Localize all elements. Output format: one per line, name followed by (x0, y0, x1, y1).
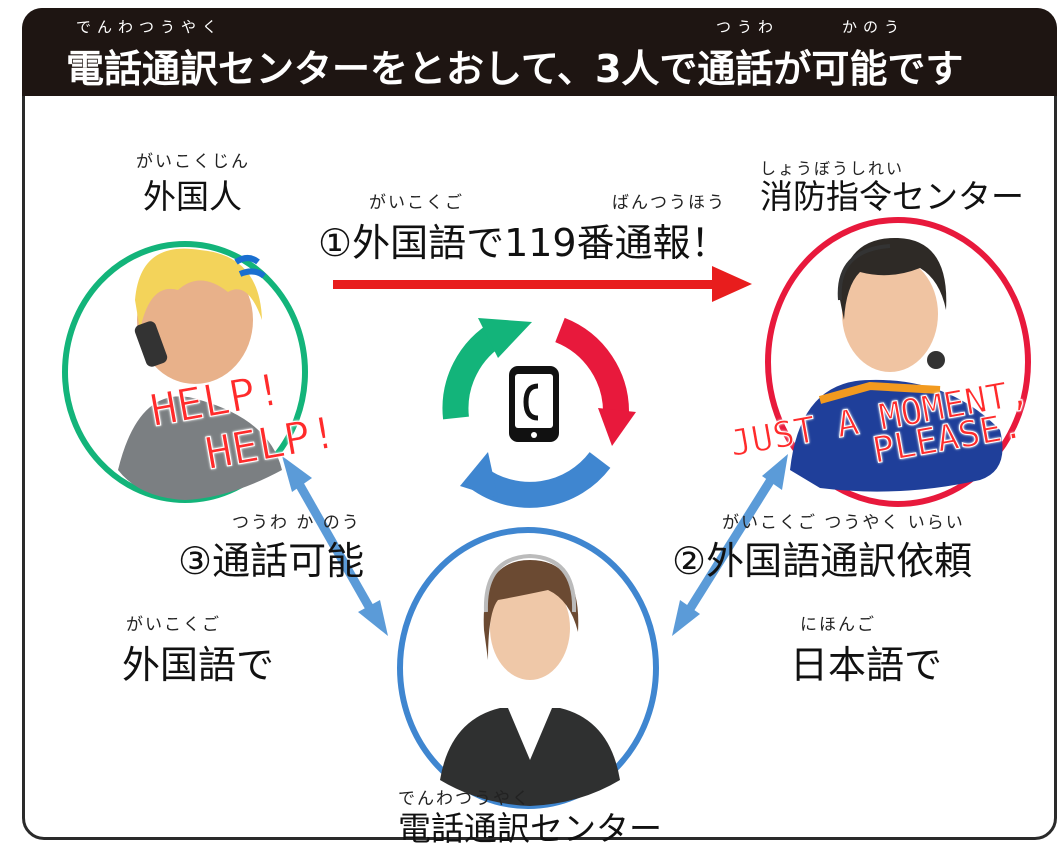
step1-ruby-bantsuho: ばんつうほう (612, 193, 726, 213)
step1-label: ①外国語で119番通報！ (318, 221, 729, 265)
foreigner-ruby: がいこくじん (136, 152, 250, 172)
step1-arrow (333, 266, 752, 302)
foreigner-illustration (118, 248, 282, 500)
title-ruby-denwa: でんわつうやく (76, 18, 224, 36)
step3-label: ③通話可能 (178, 539, 365, 583)
right-language-label: 日本語で (790, 643, 943, 687)
step1-ruby-gaikokugo: がいこくご (369, 193, 464, 213)
step2-ruby: がいこくご つうやく いらい (722, 513, 965, 533)
left-language-label: 外国語で (122, 643, 275, 687)
foreigner-label: 外国人 (143, 177, 242, 216)
dispatch-label: 消防指令センター (760, 177, 1024, 216)
step2-double-arrow (672, 454, 788, 636)
title-ruby-kanou: かのう (842, 18, 906, 36)
page-title: 電話通訳センターをとおして、3人で通話が可能です (66, 47, 964, 91)
interpreter-label: 電話通訳センター (398, 809, 662, 848)
step3-double-arrow (282, 456, 388, 636)
step2-label: ②外国語通訳依頼 (672, 539, 973, 583)
cycle-arrows (442, 317, 636, 508)
smartphone-call-icon (509, 366, 559, 442)
title-bar (22, 8, 1057, 96)
step3-ruby: つうわ か のう (232, 513, 361, 533)
left-language-ruby: がいこくご (126, 615, 221, 635)
title-ruby-tsuwa: つうわ (716, 18, 780, 36)
interpreter-ruby: でんわつうやく (398, 789, 531, 809)
dispatcher-illustration (790, 237, 1003, 492)
interpreter-illustration (440, 553, 620, 806)
right-language-ruby: にほんご (800, 615, 876, 635)
dispatch-ruby: しょうぼうしれい (760, 159, 905, 178)
